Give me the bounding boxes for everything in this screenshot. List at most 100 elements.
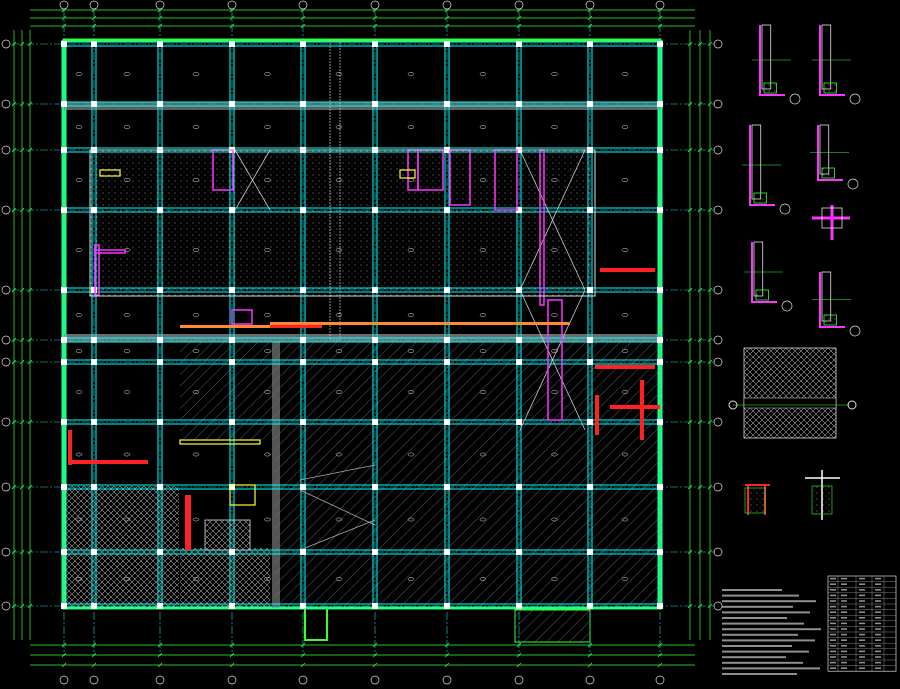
slab-tag [407, 248, 415, 252]
axis-bubble [370, 675, 380, 685]
table-cell [841, 589, 847, 591]
table-cell [841, 605, 847, 608]
table-frame [827, 575, 897, 672]
column-marker [372, 41, 378, 47]
slab-tag [192, 452, 200, 457]
slab-tag [335, 349, 343, 353]
slab-tag [75, 125, 83, 129]
table-cell [875, 617, 881, 619]
table-cell [875, 661, 881, 664]
slab-tag [479, 125, 487, 129]
dimension-tick [372, 662, 378, 668]
axis-bubble [585, 675, 595, 685]
column-marker [587, 549, 593, 555]
section-details [728, 24, 861, 520]
axis-bubble [728, 400, 738, 410]
detail-label-bubble [847, 178, 859, 190]
detail-label-bubble [789, 93, 801, 105]
red-wall-segment [595, 395, 599, 435]
column-marker [157, 337, 163, 343]
cross-brace [234, 149, 271, 211]
slab-tag [621, 349, 629, 353]
axis-bubble [585, 0, 595, 10]
table-cell [841, 577, 847, 580]
table-cell [830, 661, 836, 664]
orange-beam [180, 325, 270, 328]
axis-bubble [227, 0, 237, 10]
slab-tag [264, 248, 271, 252]
slab-tag [335, 390, 343, 394]
table-cell [830, 600, 836, 602]
table-cell [841, 600, 847, 602]
column-marker [300, 41, 306, 47]
axis-bubble [298, 675, 308, 685]
slab-tag [479, 178, 487, 182]
slab-tag [123, 313, 131, 317]
dimension-tick [91, 662, 97, 668]
axis-bubble [1, 417, 11, 427]
column-marker [587, 101, 593, 107]
slab-tag [407, 517, 415, 522]
column-marker [516, 337, 522, 343]
table-cell [875, 633, 881, 636]
column-markers [61, 41, 663, 609]
column-marker [300, 484, 306, 490]
note-line [722, 667, 820, 670]
yellow-element [179, 439, 261, 445]
table-cell [841, 650, 847, 653]
column-marker [444, 101, 450, 107]
note-line [722, 589, 782, 591]
column-marker [91, 207, 97, 213]
column-marker [657, 207, 663, 213]
slab-tag [75, 72, 83, 76]
detail-footing [823, 314, 837, 326]
column-marker [587, 603, 593, 609]
table-cell [875, 628, 881, 630]
table-cell [859, 617, 865, 619]
column-marker [516, 549, 522, 555]
table-cell [875, 667, 881, 669]
slab-tag [407, 313, 415, 317]
slab-tag [407, 72, 415, 76]
column-marker [91, 549, 97, 555]
slab-tag [192, 313, 200, 317]
slab-tag [264, 517, 271, 522]
column-marker [587, 359, 593, 365]
axis-bubble [847, 400, 857, 410]
column-marker [157, 549, 163, 555]
column-marker [516, 359, 522, 365]
column-marker [587, 207, 593, 213]
axis-bubble [89, 0, 99, 10]
slab-tag [264, 390, 271, 394]
detail-label-bubble [849, 93, 861, 105]
table-cell [875, 605, 881, 608]
column-marker [657, 484, 663, 490]
column-marker [372, 207, 378, 213]
note-line [722, 622, 804, 625]
grid-axis-bubbles [1, 0, 723, 685]
column-marker [372, 101, 378, 107]
axis-bubble [59, 675, 69, 685]
detail-label-bubble [779, 203, 791, 215]
column-marker [444, 603, 450, 609]
slab-tag [621, 248, 629, 252]
slab-tag [192, 349, 200, 353]
table-cell [830, 594, 836, 597]
column-marker [657, 287, 663, 293]
column-marker [300, 603, 306, 609]
column-marker [61, 419, 67, 425]
slab-tag [479, 313, 487, 317]
column-marker [372, 484, 378, 490]
table-cell [830, 650, 836, 653]
detail-footing [821, 167, 835, 179]
beam-lines [61, 40, 663, 609]
column-marker [61, 207, 67, 213]
table-cell [841, 594, 847, 597]
column-marker [91, 287, 97, 293]
slab-tag [264, 349, 271, 353]
note-line [722, 656, 786, 659]
column-marker [372, 287, 378, 293]
column-marker [587, 484, 593, 490]
table-cell [841, 661, 847, 664]
